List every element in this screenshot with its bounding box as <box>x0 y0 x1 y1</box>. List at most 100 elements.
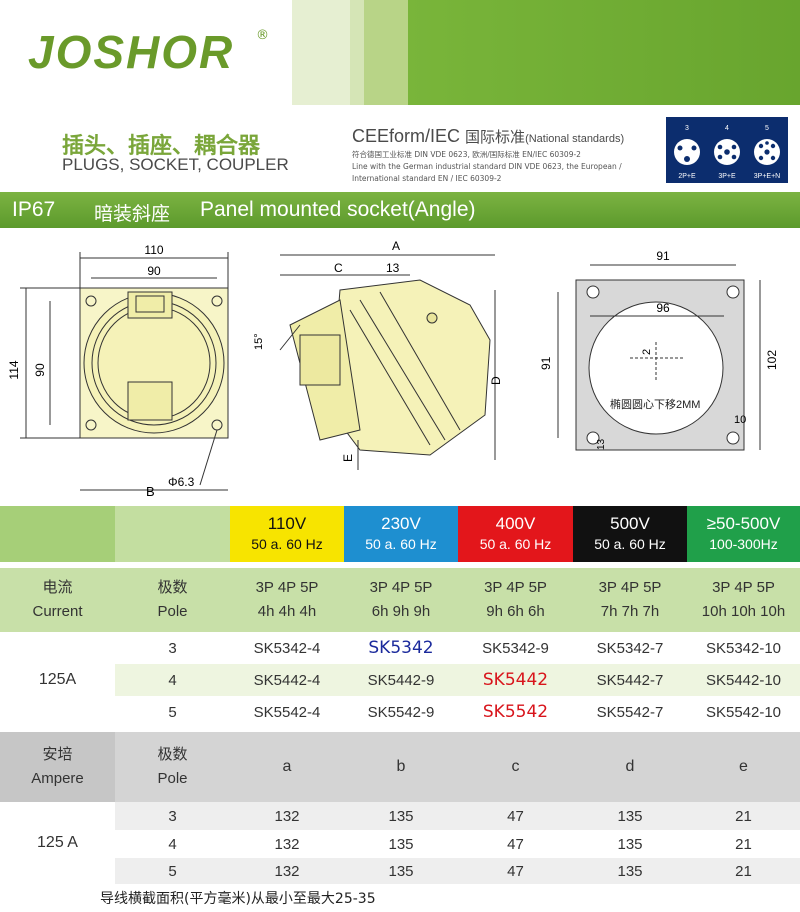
dim-label: 114 <box>7 360 21 379</box>
hours: 7h 7h 7h <box>600 603 660 620</box>
table-row: 4 SK5442-4 SK5442-9 SK5442 SK5442-7 SK54… <box>0 664 800 696</box>
pin-label: 3P+E <box>718 173 736 180</box>
dim-value: 21 <box>735 862 752 880</box>
model-code: SK5442-4 <box>253 671 321 689</box>
dim-value: 132 <box>274 862 300 880</box>
pin-icon-5 <box>754 139 780 165</box>
dim-label: 13 <box>386 261 400 275</box>
dim-value: 47 <box>507 835 524 853</box>
stripe <box>364 0 408 105</box>
voltage-value: 230V <box>381 514 421 533</box>
model-code: SK5342-10 <box>705 639 782 657</box>
model-code: SK5542 <box>482 702 549 722</box>
dim-value: 135 <box>388 807 414 825</box>
table-row: 4 132 135 47 135 21 <box>0 830 800 858</box>
product-name-en: Panel mounted socket(Angle) <box>200 198 476 221</box>
current-value: 125A <box>0 632 115 728</box>
voltage-value: ≥50-500V <box>706 514 781 533</box>
model-code: SK5442-10 <box>705 671 782 689</box>
dim-value: 132 <box>274 835 300 853</box>
dim-header-c: c <box>511 758 520 775</box>
model-code: SK5342-9 <box>482 639 549 657</box>
pole-value: 4 <box>168 835 177 853</box>
voltage-cell-500: 500V 50 a. 60 Hz <box>573 506 687 562</box>
model-code: SK5542-9 <box>367 703 435 721</box>
hours: 9h 6h 6h <box>486 603 545 620</box>
pin-label: 3P+E+N <box>754 173 780 180</box>
dim-label: 15° <box>253 333 265 350</box>
pin-label: 3 <box>685 125 689 132</box>
pole-hours-cell: 3P 4P 5P 4h 4h 4h <box>230 568 344 632</box>
registered-mark: ® <box>256 28 269 43</box>
pin-icon-3 <box>674 139 700 165</box>
dim-label: 102 <box>765 350 779 370</box>
dim-header-e: e <box>739 758 748 775</box>
header-blank <box>115 506 230 562</box>
dim-value: 47 <box>507 807 524 825</box>
dim-label: 13 <box>596 438 607 450</box>
category-title-en: PLUGS, SOCKET, COUPLER <box>62 155 289 174</box>
pin-label: 2P+E <box>678 173 696 180</box>
voltage-header-row: 110V 50 a. 60 Hz 230V 50 a. 60 Hz 400V 5… <box>0 506 800 562</box>
dim-value: 47 <box>507 862 524 880</box>
dim-header-b: b <box>396 758 406 775</box>
pole-value: 3 <box>168 807 177 825</box>
standard-en: (National standards) <box>525 133 625 145</box>
model-code: SK5342 <box>368 638 434 658</box>
dim-header-a: a <box>282 758 292 775</box>
voltage-cell-110: 110V 50 a. 60 Hz <box>230 506 344 562</box>
dim-label: 110 <box>144 243 163 257</box>
pin-icon-4 <box>714 139 740 165</box>
pole-header-cn: 极数 <box>157 746 188 763</box>
poles: 3P 4P 5P <box>255 579 319 596</box>
current-header-en: Current <box>32 603 83 620</box>
standard-line: International standard EN / IEC 60309-2 <box>352 174 502 183</box>
pin-label: 5 <box>765 125 769 132</box>
dim-value: 21 <box>735 807 752 825</box>
side-view <box>289 279 491 456</box>
cutout-view <box>557 264 761 451</box>
standard-description: 符合德国工业标准 DIN VDE 0623, 欧洲/国际标准 EN/IEC 60… <box>352 149 622 185</box>
dim-value: 135 <box>388 862 414 880</box>
dim-label: 91 <box>656 249 670 263</box>
pole-hours-cell: 3P 4P 5P 6h 9h 9h <box>344 568 458 632</box>
voltage-value: 400V <box>495 514 536 533</box>
dim-value: 135 <box>388 835 414 853</box>
brand-logo: JOSHOR <box>28 26 235 78</box>
technical-drawing: 110 90 114 90 Φ6.3 B A C 13 15° D E <box>7 239 779 499</box>
frequency-value: 50 a. 60 Hz <box>594 536 666 552</box>
hours: 4h 4h 4h <box>257 603 317 620</box>
voltage-cell-400: 400V 50 a. 60 Hz <box>458 506 573 562</box>
frequency-value: 50 a. 60 Hz <box>479 536 552 552</box>
pole-header-en: Pole <box>157 603 188 620</box>
voltage-cell-230: 230V 50 a. 60 Hz <box>344 506 458 562</box>
ampere-header-cn: 安培 <box>42 746 73 763</box>
stripe <box>292 0 350 105</box>
pole-value: 3 <box>168 639 177 657</box>
side-dims <box>279 254 496 470</box>
dim-label: A <box>392 239 400 253</box>
model-code: SK5442-7 <box>596 671 664 689</box>
dim-value: 135 <box>617 807 643 825</box>
poles: 3P 4P 5P <box>369 579 433 596</box>
pin-configuration-icons: 3 4 5 2P+E 3P+E 3P+E+N <box>674 125 780 180</box>
standard-cn: 国际标准 <box>465 128 526 146</box>
hours: 10h 10h 10h <box>701 603 786 620</box>
standard-heading: CEEform/IEC 国际标准(National standards) <box>352 126 624 147</box>
pole-value: 5 <box>168 862 177 880</box>
front-view <box>20 252 229 491</box>
dim-label: 90 <box>33 363 47 377</box>
frequency-value: 100-300Hz <box>709 536 778 552</box>
poles: 3P 4P 5P <box>712 579 775 596</box>
hours: 6h 9h 9h <box>371 603 431 620</box>
model-code: SK5542-4 <box>253 703 321 721</box>
pin-configuration-panel: 3 4 5 2P+E 3P+E 3P+E+N <box>666 117 788 183</box>
dim-value: 135 <box>617 862 643 880</box>
dim-label: B <box>146 484 155 499</box>
model-code: SK5542-7 <box>596 703 664 721</box>
current-header-cn: 电流 <box>42 579 73 596</box>
model-code: SK5542-10 <box>705 703 782 721</box>
stripe <box>350 0 364 105</box>
